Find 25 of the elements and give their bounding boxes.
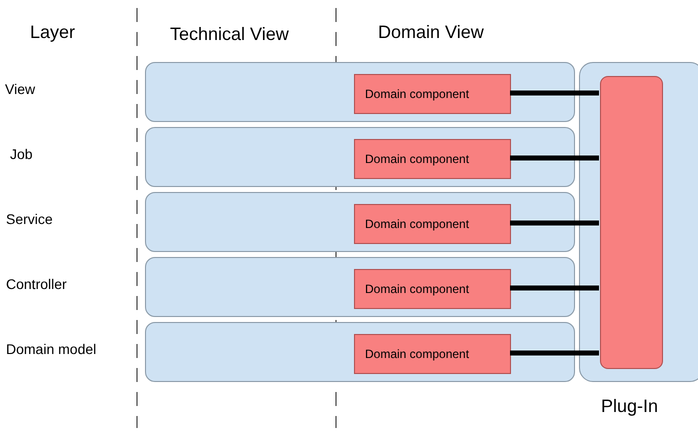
layer-label: View (5, 81, 36, 97)
component-box: Domain component (354, 139, 511, 179)
layer-label: Controller (6, 276, 67, 292)
connector-line (510, 90, 599, 96)
column-heading: Domain View (378, 22, 484, 43)
connector-line (510, 350, 599, 356)
layer-band (145, 192, 575, 252)
layer-band (145, 62, 575, 122)
column-heading: Technical View (170, 24, 289, 45)
component-box: Domain component (354, 269, 511, 309)
layer-label: Service (6, 211, 53, 227)
component-box: Domain component (354, 334, 511, 374)
connector-line (510, 156, 599, 160)
component-box: Domain component (354, 74, 511, 114)
layer-band (145, 127, 575, 187)
column-heading: Layer (30, 22, 76, 43)
component-box: Domain component (354, 204, 511, 244)
plugin-box (600, 76, 663, 369)
connector-line (510, 286, 599, 290)
layer-label: Domain model (6, 341, 96, 357)
layer-band (145, 322, 575, 382)
layer-label: Job (10, 146, 33, 162)
connector-line (510, 220, 599, 226)
plugin-title: Plug-In (601, 396, 658, 417)
layer-band (145, 257, 575, 317)
